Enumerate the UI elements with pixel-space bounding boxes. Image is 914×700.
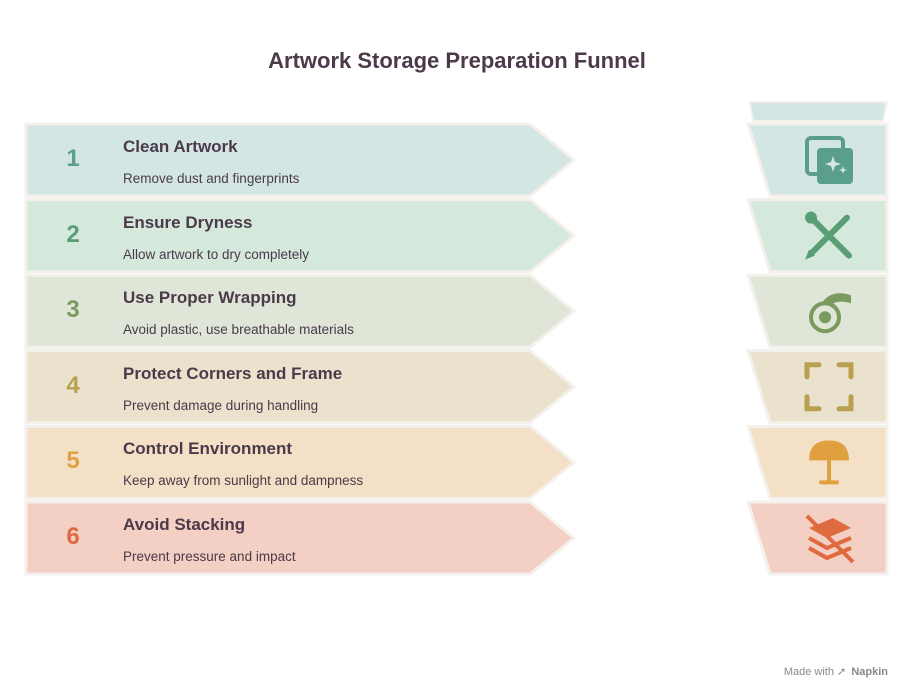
step-description: Allow artwork to dry completely	[123, 246, 310, 262]
step-title: Clean Artwork	[123, 137, 238, 156]
step-title: Use Proper Wrapping	[123, 288, 297, 308]
no-stack-icon	[805, 514, 855, 564]
funnel-segment	[745, 349, 889, 425]
step-number: 5	[66, 447, 80, 475]
funnel-cap	[748, 101, 889, 122]
step-description: Avoid plastic, use breathable materials	[123, 322, 354, 338]
step-description: Keep away from sunlight and dampness	[123, 473, 364, 489]
step-number: 1	[66, 145, 80, 172]
sparkle-image-icon	[805, 136, 853, 184]
step-title: Protect Corners and Frame	[123, 363, 343, 383]
step-description: Prevent pressure and impact	[123, 549, 296, 564]
step-banner	[24, 500, 577, 576]
hand-wrap-icon	[809, 293, 851, 334]
step-title: Avoid Stacking	[123, 515, 246, 534]
frame-corners-icon	[804, 362, 854, 412]
step-number: 2	[66, 220, 80, 248]
step-title: Control Environment	[123, 439, 293, 459]
step-number: 6	[66, 523, 80, 550]
step-banner	[24, 349, 577, 425]
step-title: Ensure Dryness	[123, 212, 253, 232]
funnel-segment	[745, 424, 889, 500]
step-banner	[24, 122, 577, 198]
step-banner	[24, 198, 577, 274]
funnel-segment	[745, 500, 889, 576]
step-banner	[24, 424, 577, 500]
brush-pencil-icon	[805, 211, 852, 260]
step-description: Remove dust and fingerprints	[123, 171, 300, 186]
diagram-title: Artwork Storage Preparation Funnel	[268, 48, 646, 73]
footer-prefix: Made with	[783, 666, 834, 678]
napkin-logo-icon: ➚	[837, 666, 847, 678]
step-number: 3	[66, 296, 80, 324]
step-number: 4	[66, 371, 80, 399]
footer-brand: Napkin	[851, 666, 888, 678]
step-banner	[24, 273, 577, 349]
funnel-segment	[745, 198, 889, 274]
funnel-segment	[745, 273, 889, 349]
umbrella-icon	[809, 440, 849, 485]
step-description: Prevent damage during handling	[123, 397, 319, 413]
footer-credit: Made with ➚ Napkin	[784, 665, 890, 678]
